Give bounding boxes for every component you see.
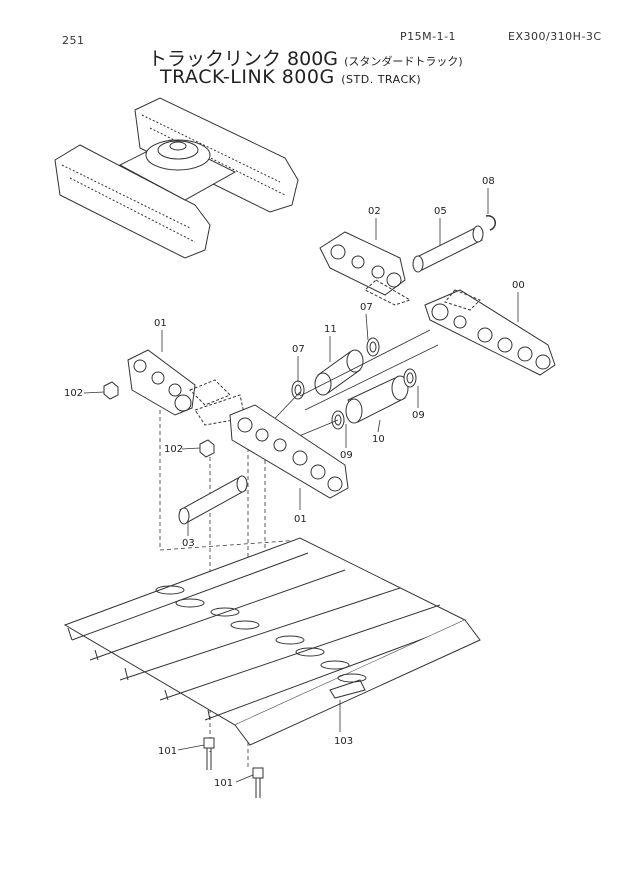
undercarriage-illustration bbox=[54, 97, 299, 259]
bolt-101-upper bbox=[203, 737, 215, 770]
bushing-11 bbox=[314, 349, 364, 396]
ring-08 bbox=[485, 214, 496, 231]
title-japanese-main: トラックリンク 800G bbox=[148, 48, 339, 70]
callout-08: 08 bbox=[482, 176, 495, 187]
callout-07-lower: 07 bbox=[292, 344, 305, 355]
nut-102-lower bbox=[199, 439, 215, 458]
callout-102-lower: 102 bbox=[164, 444, 183, 455]
model-code: EX300/310H-3C bbox=[508, 30, 602, 43]
bolt-101-lower bbox=[252, 767, 264, 798]
page-number: 251 bbox=[62, 34, 85, 47]
title-english: TRACK-LINK 800G (STD. TRACK) bbox=[160, 66, 421, 88]
callout-09-right: 09 bbox=[412, 410, 425, 421]
callout-103: 103 bbox=[334, 736, 353, 747]
callout-09-left: 09 bbox=[340, 450, 353, 461]
seal-07-upper bbox=[366, 337, 380, 357]
seal-07-lower bbox=[291, 380, 305, 400]
title-japanese: トラックリンク 800G (スタンダードトラック) bbox=[148, 44, 463, 71]
title-english-main: TRACK-LINK 800G bbox=[160, 66, 335, 88]
callout-leaders bbox=[83, 188, 519, 783]
callout-03: 03 bbox=[182, 538, 195, 549]
callout-labels: 08 02 05 00 07 11 07 01 102 102 09 10 09… bbox=[64, 176, 525, 789]
callout-11: 11 bbox=[324, 324, 337, 335]
bushing-10 bbox=[345, 375, 409, 424]
callout-10: 10 bbox=[372, 434, 385, 445]
callout-00: 00 bbox=[512, 280, 525, 291]
title-japanese-sub: (スタンダードトラック) bbox=[344, 55, 463, 68]
pin-05 bbox=[412, 225, 484, 273]
link-01-lower bbox=[229, 404, 349, 499]
callout-05: 05 bbox=[434, 206, 447, 217]
link-00 bbox=[424, 289, 556, 376]
track-shoe-plates bbox=[63, 537, 481, 746]
callout-101-upper: 101 bbox=[158, 746, 177, 757]
callout-01-lower: 01 bbox=[294, 514, 307, 525]
title-english-sub: (STD. TRACK) bbox=[341, 73, 422, 86]
seal-09-right bbox=[403, 368, 417, 388]
callout-101-lower: 101 bbox=[214, 778, 233, 789]
section-code: P15M-1-1 bbox=[400, 30, 457, 43]
nut-102-upper bbox=[103, 381, 119, 400]
link-02 bbox=[319, 231, 412, 306]
callout-02: 02 bbox=[368, 206, 381, 217]
link-01-upper bbox=[127, 349, 246, 426]
callout-102-upper: 102 bbox=[64, 388, 83, 399]
pin-03 bbox=[178, 475, 248, 525]
callout-01-upper: 01 bbox=[154, 318, 167, 329]
callout-07-upper: 07 bbox=[360, 302, 373, 313]
